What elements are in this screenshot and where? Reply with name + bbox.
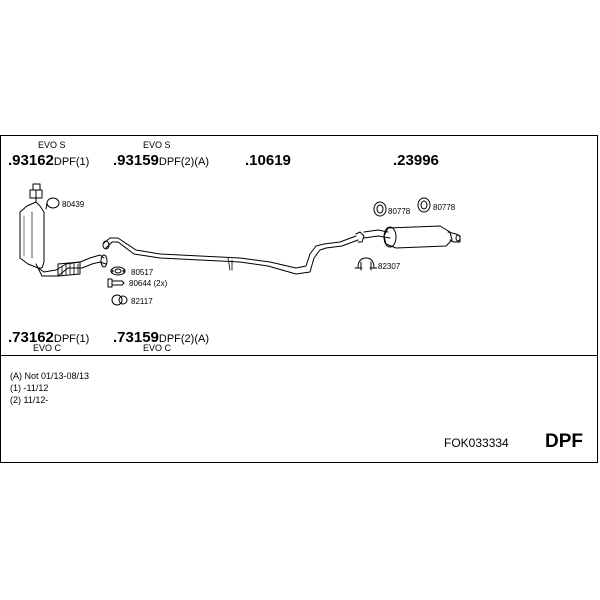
rear-silencer <box>363 225 461 249</box>
callout-80439: 80439 <box>62 200 85 209</box>
callout-80517: 80517 <box>131 268 154 277</box>
hanger-80778-left <box>373 201 387 217</box>
callout-82117: 82117 <box>131 297 153 306</box>
ring-80439 <box>45 197 60 210</box>
flex-pipe <box>57 261 81 277</box>
part-number-73159: .73159DPF(2)(A) <box>113 329 209 346</box>
callout-80778-left: 80778 <box>388 207 411 216</box>
callout-80778-right: 80778 <box>433 203 456 212</box>
kit-code: FOK033334 <box>444 436 509 450</box>
part-number-93159: .93159DPF(2)(A) <box>113 152 209 169</box>
note-a: (A) Not 01/13-08/13 <box>10 371 90 381</box>
variant-label-4: EVO C <box>143 343 172 353</box>
diagram-frame <box>0 135 598 463</box>
callout-82307: 82307 <box>378 262 401 271</box>
front-pipe <box>79 231 365 275</box>
part-number-73162: .73162DPF(1) <box>8 329 90 346</box>
part-number-23996: .23996 <box>393 152 439 169</box>
system-type: DPF <box>545 431 583 452</box>
part-number-93162: .93162DPF(1) <box>8 152 90 169</box>
clamp-82307 <box>354 257 378 271</box>
hanger-80778-right <box>417 197 431 213</box>
bolt-80644 <box>107 278 125 288</box>
hanger-82117 <box>111 294 128 306</box>
note-1: (1) -11/12 <box>10 383 49 393</box>
callout-80644: 80644 (2x) <box>129 279 168 288</box>
gasket-80517 <box>110 266 126 276</box>
variant-label-2: EVO S <box>143 140 171 150</box>
variant-label-3: EVO C <box>33 343 62 353</box>
variant-label-1: EVO S <box>38 140 66 150</box>
part-number-10619: .10619 <box>245 152 291 169</box>
notes-divider <box>0 355 598 356</box>
note-2: (2) 11/12- <box>10 395 49 405</box>
dpf-unit <box>19 183 83 277</box>
